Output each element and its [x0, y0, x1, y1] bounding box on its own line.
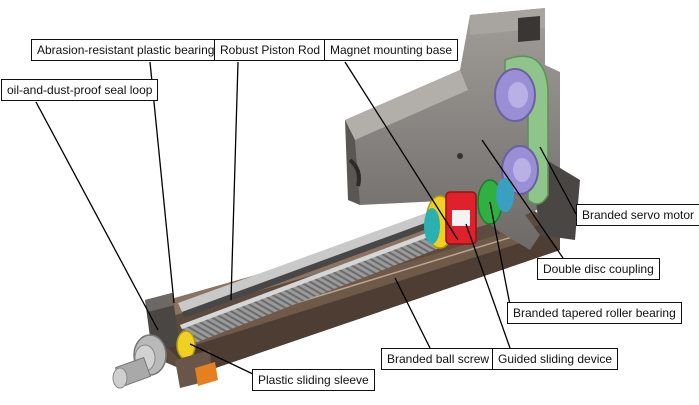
piston-rod [178, 208, 446, 318]
label-guided-device: Guided sliding device [492, 348, 619, 370]
label-sliding-sleeve: Plastic sliding sleeve [252, 369, 375, 391]
label-seal-loop: oil-and-dust-proof seal loop [1, 79, 159, 101]
leader-bearing [149, 61, 175, 304]
label-roller-bearing: Branded tapered roller bearing [507, 302, 682, 324]
rod-end [112, 293, 218, 389]
label-servo-motor: Branded servo motor [576, 204, 699, 226]
leader-rod [230, 61, 239, 301]
leader-seal [35, 101, 159, 331]
leader-ballscrew [394, 277, 431, 349]
leader-coupling [481, 139, 564, 259]
label-ball-screw: Branded ball screw [381, 348, 496, 370]
leader-roller [489, 201, 511, 306]
ball-screw [180, 228, 450, 345]
label-piston-rod: Robust Piston Rod [214, 39, 327, 61]
leader-magnet [344, 61, 459, 241]
leader-guided [465, 223, 511, 349]
leader-servo [539, 146, 577, 215]
leader-sleeve [189, 343, 256, 376]
label-magnet-base: Magnet mounting base [324, 39, 459, 61]
label-disc-coupling: Double disc coupling [537, 258, 660, 280]
leader-lines [35, 61, 577, 376]
label-plastic-bearing: Abrasion-resistant plastic bearing [31, 39, 221, 61]
